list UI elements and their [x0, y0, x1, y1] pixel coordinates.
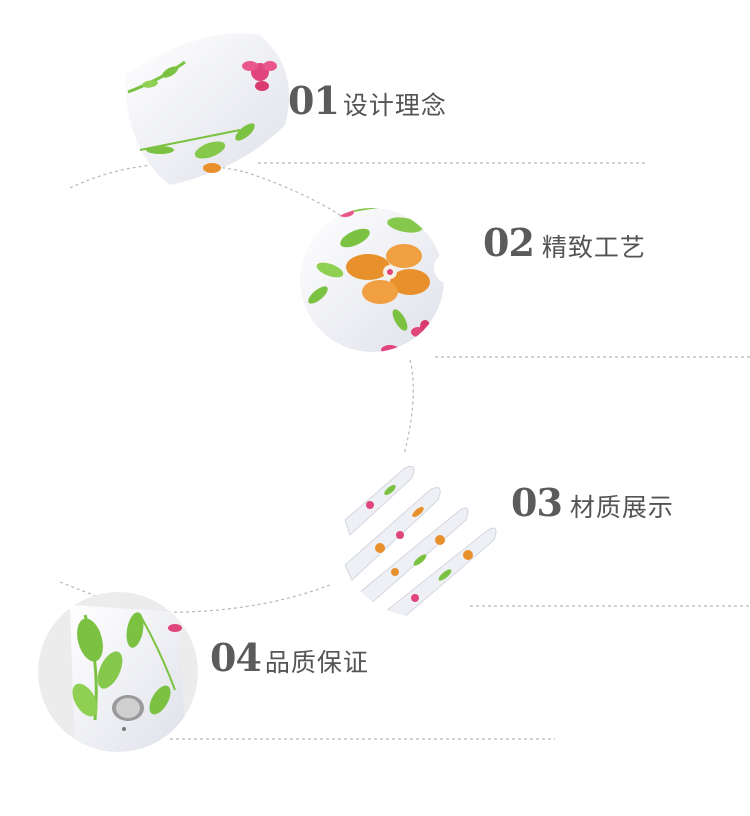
feature-number: 04: [210, 635, 262, 680]
feature-heading-3: 03 材质展示: [511, 480, 674, 525]
flower-pattern-tines: [338, 453, 502, 617]
feature-heading-1: 01 设计理念: [288, 78, 447, 123]
feature-heading-4: 04 品质保证: [210, 635, 369, 680]
feature-number: 01: [288, 78, 340, 123]
feature-heading-2: 02 精致工艺: [483, 220, 646, 265]
feature-number: 03: [511, 480, 563, 525]
feature-title: 精致工艺: [541, 233, 646, 262]
flower-pattern-hole: [38, 592, 198, 752]
flower-pattern-disc: [300, 208, 444, 352]
flower-pattern-handle: [125, 33, 290, 185]
feature-title: 品质保证: [264, 648, 369, 677]
feature-number: 02: [483, 220, 535, 265]
feature-title: 材质展示: [569, 493, 674, 522]
feature-title: 设计理念: [342, 91, 447, 120]
